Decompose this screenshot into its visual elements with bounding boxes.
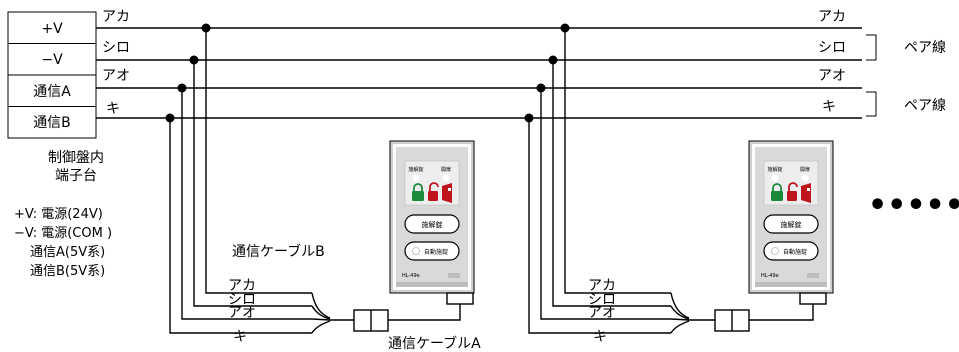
drop-label-white: シロ bbox=[588, 292, 616, 308]
drop-2: アカ シロ アオ キ 施解錠 開扉 施解錠 自動施 bbox=[524, 23, 834, 345]
connector bbox=[714, 309, 750, 332]
auto-lock-led bbox=[412, 247, 420, 255]
indicator-label-unlock: 施解錠 bbox=[767, 166, 782, 173]
wire-label-white-left: シロ bbox=[102, 40, 130, 56]
lock-open-icon bbox=[788, 182, 798, 192]
unlock-button[interactable] bbox=[763, 214, 819, 234]
drop-label-blue: アオ bbox=[228, 305, 256, 321]
lock-open-icon bbox=[429, 182, 439, 192]
lock-controller: 施解錠 開扉 施解錠 自動施錠 HL-49e bbox=[748, 140, 834, 294]
lock-closed-icon bbox=[772, 183, 782, 192]
pair-label-power: ペア線 bbox=[904, 40, 946, 56]
indicator-label-open: 開扉 bbox=[800, 166, 810, 173]
wire-label-blue-right: アオ bbox=[818, 68, 846, 84]
legend-comm-b: 通信B(5V系) bbox=[30, 264, 105, 279]
wire-label-blue-left: アオ bbox=[102, 68, 130, 84]
svg-text:自動施錠: 自動施錠 bbox=[783, 248, 807, 256]
legend-minus-v: −V: 電源(COM ) bbox=[14, 226, 112, 241]
continuation-dots: ••••• bbox=[868, 188, 959, 223]
connector bbox=[353, 309, 389, 332]
svg-text:施解錠: 施解錠 bbox=[422, 220, 443, 229]
model-label: HL-49e bbox=[402, 273, 420, 279]
legend-comm-a: 通信A(5V系) bbox=[30, 245, 105, 260]
door-icon bbox=[801, 183, 811, 203]
indicator-label-open: 開扉 bbox=[441, 166, 451, 173]
terminal-caption-line1: 制御盤内 bbox=[48, 150, 104, 166]
pair-bracket-comm bbox=[866, 91, 877, 117]
led-unlock bbox=[771, 174, 779, 182]
led-open bbox=[442, 174, 450, 182]
terminal-plus-v: +V bbox=[41, 21, 63, 37]
door-icon bbox=[442, 183, 452, 203]
legend-plus-v: +V: 電源(24V) bbox=[14, 207, 103, 222]
drop-label-white: シロ bbox=[228, 292, 256, 308]
pair-bracket-power bbox=[866, 34, 877, 61]
unlock-button[interactable] bbox=[404, 214, 460, 234]
auto-lock-button[interactable] bbox=[763, 241, 819, 261]
indicator-label-unlock: 施解錠 bbox=[408, 166, 423, 173]
wire-label-yellow-left: キ bbox=[106, 101, 120, 117]
cable-b-label: 通信ケーブルB bbox=[232, 243, 325, 260]
led-unlock bbox=[412, 174, 420, 182]
auto-lock-led bbox=[771, 247, 779, 255]
svg-text:自動施錠: 自動施錠 bbox=[424, 248, 448, 256]
drop-label-red: アカ bbox=[228, 278, 256, 294]
lock-controller: 施解錠 開扉 施解錠 自動施錠 HL-49e bbox=[389, 140, 475, 294]
drop-label-yellow: キ bbox=[233, 329, 247, 345]
terminal-comm-b: 通信B bbox=[33, 115, 71, 131]
auto-lock-button[interactable] bbox=[404, 241, 460, 261]
svg-text:施解錠: 施解錠 bbox=[781, 220, 802, 229]
wire-label-red-right: アカ bbox=[818, 9, 846, 25]
wire-label-yellow-right: キ bbox=[822, 99, 836, 115]
drop-label-blue: アオ bbox=[588, 305, 616, 321]
model-label: HL-49e bbox=[761, 273, 779, 279]
drop-label-yellow: キ bbox=[593, 329, 607, 345]
terminal-block: +V −V 通信A 通信B bbox=[7, 11, 97, 139]
drop-label-red: アカ bbox=[588, 278, 616, 294]
led-open bbox=[801, 174, 809, 182]
terminal-comm-a: 通信A bbox=[33, 84, 71, 100]
lock-closed-icon bbox=[413, 183, 423, 192]
terminal-minus-v: −V bbox=[41, 52, 63, 68]
terminal-caption-line2: 端子台 bbox=[55, 168, 97, 184]
drop-1: アカ シロ アオ キ 通信ケーブルA 施解錠 開扉 bbox=[165, 23, 481, 352]
wire-label-red-left: アカ bbox=[102, 9, 130, 25]
wire-label-white-right: シロ bbox=[818, 40, 846, 56]
cable-a-label: 通信ケーブルA bbox=[388, 335, 481, 352]
pair-label-comm: ペア線 bbox=[904, 98, 946, 114]
